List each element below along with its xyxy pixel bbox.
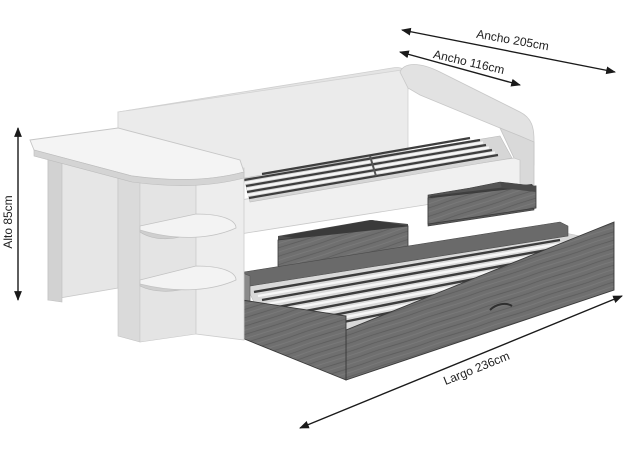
alto-label: Alto 85cm <box>1 195 15 248</box>
largo-arrow <box>299 295 623 429</box>
upper-slats <box>243 136 499 200</box>
drawer-right <box>427 181 537 227</box>
drawer-left <box>277 220 409 273</box>
ancho-total-label: Ancho 205cm <box>475 27 550 54</box>
desk-shelf-unit <box>29 127 245 343</box>
ancho-cama-label: Ancho 116cm <box>432 47 506 77</box>
largo-label: Largo 236cm <box>441 349 511 388</box>
shelf-front-panel <box>195 167 245 341</box>
dimension-alto: Alto 85cm <box>1 127 22 301</box>
ancho-cama-arrow <box>399 50 521 87</box>
